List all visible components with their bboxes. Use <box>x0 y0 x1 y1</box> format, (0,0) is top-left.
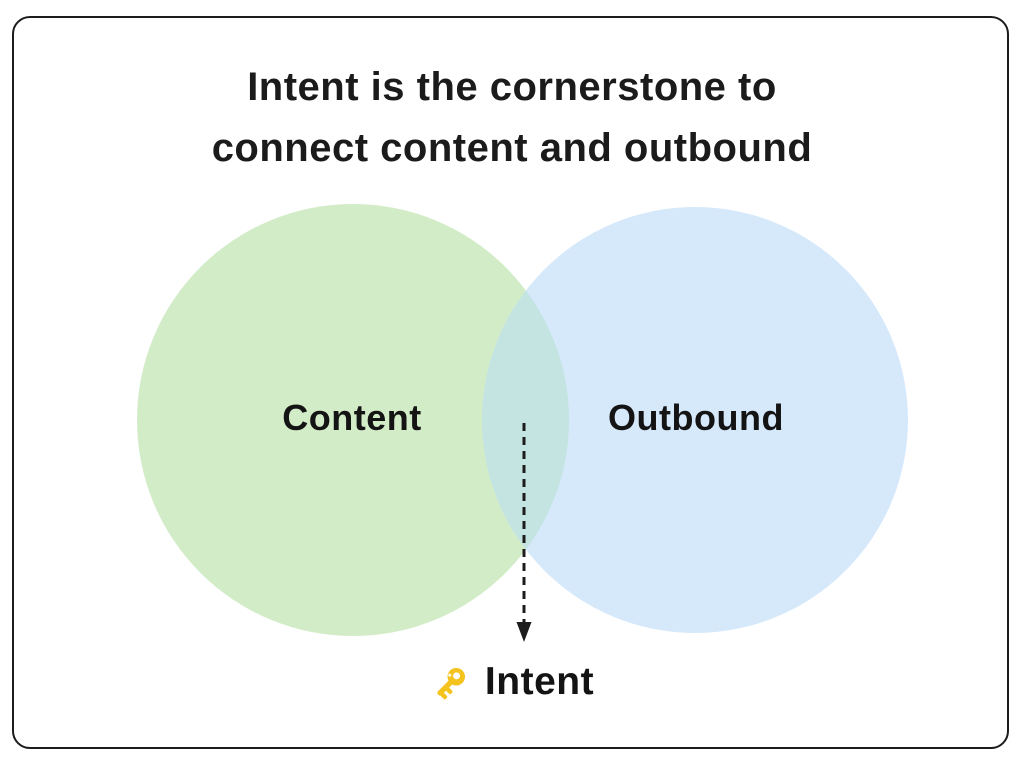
content-circle <box>137 204 569 636</box>
content-label: Content <box>282 397 422 438</box>
diagram-title: Intent is the cornerstone to connect con… <box>0 57 1024 179</box>
intent-arrow-head <box>516 622 532 642</box>
intent-caption: Intent <box>0 660 1024 704</box>
key-icon <box>430 661 472 703</box>
diagram-title-line1: Intent is the cornerstone to <box>247 65 777 109</box>
diagram-title-line2: connect content and outbound <box>211 126 813 170</box>
slide-border-frame <box>12 16 1009 749</box>
key-hole <box>452 672 460 680</box>
overlap-region <box>482 290 570 550</box>
outbound-label: Outbound <box>608 397 784 438</box>
outbound-circle <box>482 207 908 633</box>
intent-label: Intent <box>484 660 595 703</box>
key-highlight <box>448 673 452 677</box>
